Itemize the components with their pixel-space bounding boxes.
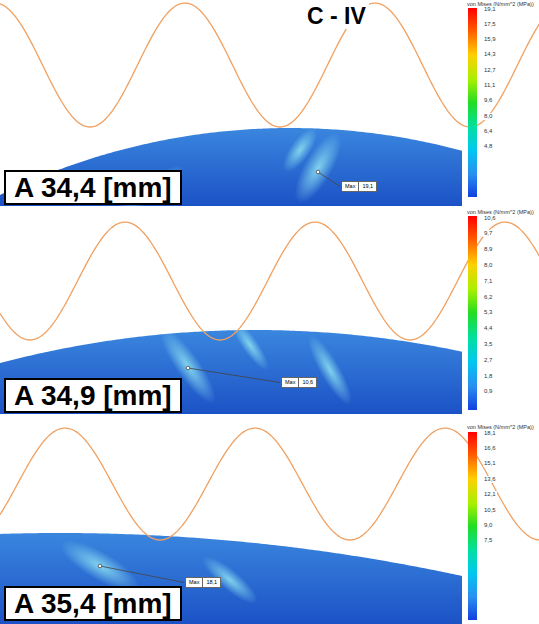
scale-value: 9,6 <box>483 97 493 104</box>
scale-value: 8,0 <box>483 262 493 269</box>
max-value: 18,1 <box>203 577 221 588</box>
stress-hotspot <box>301 330 358 409</box>
tooth-profile-curve <box>0 428 539 540</box>
max-value: 10,6 <box>299 377 317 388</box>
scale-value: 5,3 <box>483 309 493 316</box>
scale-value: 15,9 <box>483 36 497 43</box>
scale-value: 16,6 <box>483 445 497 452</box>
scale-value: 14,3 <box>483 51 497 58</box>
max-point-marker <box>316 170 320 174</box>
scale-value: 15,1 <box>483 460 497 467</box>
max-point-marker <box>186 366 190 370</box>
stress-field <box>0 128 462 206</box>
scale-value: 17,5 <box>483 21 497 28</box>
scale-value: 3,5 <box>483 341 493 348</box>
scale-value: 9,0 <box>483 522 493 529</box>
position-label: A 34,9 [mm] <box>14 380 172 411</box>
leader-line <box>100 566 184 583</box>
scale-value: 9,7 <box>483 230 493 237</box>
position-label-box: A 34,9 [mm] <box>4 378 182 413</box>
scale-value: 8,0 <box>483 113 493 120</box>
stress-hotspot <box>226 316 274 374</box>
legend-title: von Mises (N/mm^2 (MPa)) <box>466 424 535 431</box>
scale-value: 7,1 <box>483 278 493 285</box>
leader-line <box>188 368 280 383</box>
scale-value: 12,1 <box>483 491 497 498</box>
tooth-profile-curve <box>0 222 539 340</box>
scale-value: 18,1 <box>483 430 497 437</box>
scale-value: 12,7 <box>483 67 497 74</box>
scale-value: 6,4 <box>483 128 493 135</box>
position-label: A 35,4 [mm] <box>14 588 172 619</box>
max-callout-box: Max19,1 <box>342 181 377 192</box>
max-tag: Max <box>186 577 203 588</box>
stress-hotspot <box>197 550 263 610</box>
scale-value: 0,9 <box>483 388 493 395</box>
color-scale-bar <box>468 432 477 620</box>
max-callout-box: Max10,6 <box>282 377 317 388</box>
stress-hotspots <box>152 316 358 410</box>
scale-value: 4,8 <box>483 143 493 150</box>
position-label-box: A 34,4 [mm] <box>4 170 182 205</box>
max-point-marker <box>98 564 102 568</box>
tooth-profile-curve <box>0 3 539 127</box>
color-scale-bar <box>468 8 477 197</box>
scale-value: 1,8 <box>483 373 493 380</box>
scale-value: 8,9 <box>483 246 493 253</box>
leader-line <box>318 172 340 187</box>
color-scale-bar <box>468 216 477 410</box>
max-value: 19,1 <box>359 181 377 192</box>
panel-title: C - IV <box>304 3 369 29</box>
max-tag: Max <box>342 181 359 192</box>
stress-field <box>0 330 462 414</box>
scale-value: 2,7 <box>483 357 493 364</box>
scale-value: 13,6 <box>483 476 497 483</box>
max-tag: Max <box>282 377 299 388</box>
scale-value: 10,5 <box>483 507 497 514</box>
position-label-box: A 35,4 [mm] <box>4 586 182 621</box>
position-label: A 34,4 [mm] <box>14 172 172 203</box>
scale-value: 6,2 <box>483 294 493 301</box>
legend-title: von Mises (N/mm^2 (MPa)) <box>466 209 535 216</box>
scale-value: 19,1 <box>483 6 497 13</box>
scale-value: 10,6 <box>483 215 497 222</box>
max-callout-box: Max18,1 <box>186 577 221 588</box>
stress-hotspot <box>277 123 323 177</box>
legend-title: von Mises (N/mm^2 (MPa)) <box>466 1 535 8</box>
scale-value: 4,4 <box>483 325 493 332</box>
scale-value: 7,5 <box>483 537 493 544</box>
scale-value: 11,1 <box>483 82 496 89</box>
